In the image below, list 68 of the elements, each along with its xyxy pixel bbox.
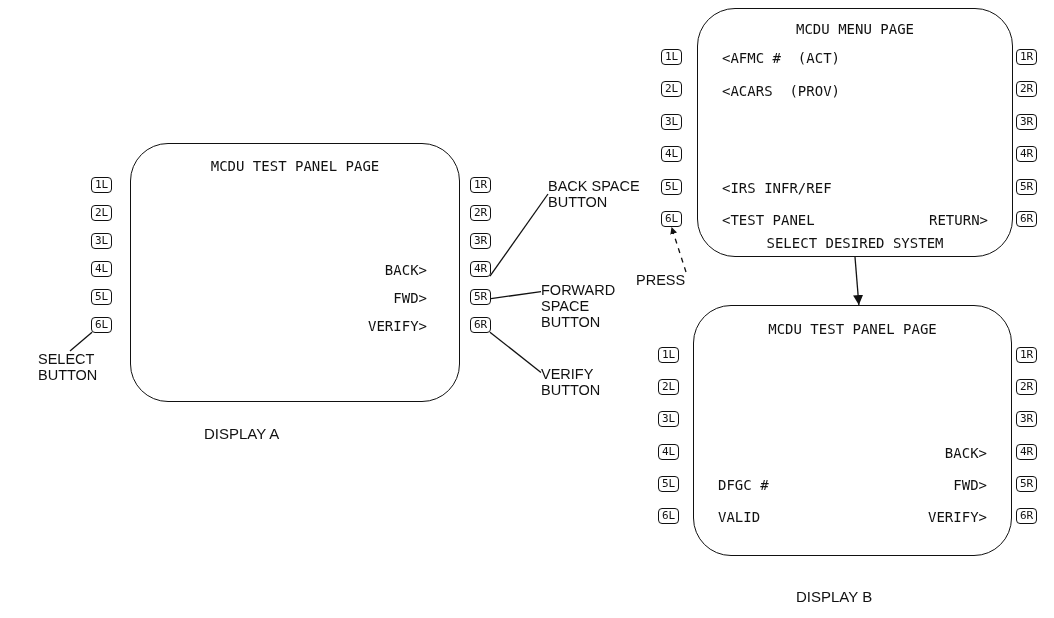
display-screen [130,143,460,402]
line-select-key: 6L [661,211,682,227]
line-select-key: 1L [661,49,682,65]
screen-text: <ACARS (PROV) [722,83,840,99]
line-select-key: 2L [661,81,682,98]
callout-label: BACK SPACE BUTTON [548,178,648,210]
line-select-key: 5L [661,178,682,195]
line-select-key: 5L [658,475,679,492]
callout-label: VERIFY BUTTON [541,366,641,398]
line-select-key: 4L [658,443,679,460]
line-select-key: 4L [661,146,682,163]
page-title: MCDU TEST PANEL PAGE [209,158,381,174]
display-screen [693,305,1012,556]
screen-text: VERIFY> [928,509,987,525]
screen-text: BACK> [384,262,427,278]
screen-text: <TEST PANEL [722,212,815,228]
line-select-key: 1R [1016,49,1037,65]
line-select-key: 6R [1016,211,1037,227]
arrow [853,256,864,306]
line-select-key: 4R [1016,146,1037,163]
line-select-key: 3R [470,233,491,249]
screen-text: VALID [718,509,761,525]
line-select-key: 6R [470,317,491,333]
leader-line [489,193,549,277]
line-select-key: 3L [91,233,112,249]
screen-text: BACK> [944,445,987,461]
leader-line [69,331,93,352]
line-select-key: 2R [1016,379,1037,396]
screen-text: FWD> [953,477,987,493]
screen-text: RETURN> [929,212,988,228]
callout-label: SELECT BUTTON [38,351,138,383]
screen-text: DFGC # [718,477,769,493]
screen-text: FWD> [393,290,427,306]
line-select-key: 4L [91,261,112,277]
instruction-label: PRESS [636,272,736,288]
line-select-key: 4R [1016,443,1037,460]
line-select-key: 2L [91,205,112,221]
line-select-key: 1R [470,177,491,193]
line-select-key: 1L [658,347,679,363]
leader-line [490,290,542,300]
line-select-key: 5R [1016,178,1037,195]
line-select-key: 6R [1016,508,1037,524]
screen-text: SELECT DESIRED SYSTEM [765,235,945,251]
line-select-key: 6L [91,317,112,333]
leader-line [489,331,542,374]
page-title: MCDU MENU PAGE [795,21,915,37]
line-select-key: 3L [658,411,679,428]
line-select-key: 5R [1016,475,1037,492]
line-select-key: 3L [661,113,682,130]
line-select-key: 1L [91,177,112,193]
screen-text: VERIFY> [368,318,427,334]
display-caption: DISPLAY A [204,426,280,442]
display-caption: DISPLAY B [796,589,873,605]
screen-text: <IRS INFR/REF [722,180,832,196]
display-screen [697,8,1013,257]
line-select-key: 3R [1016,113,1037,130]
line-select-key: 4R [470,261,491,277]
line-select-key: 2R [1016,81,1037,98]
line-select-key: 1R [1016,347,1037,363]
line-select-key: 5R [470,289,491,305]
page-title: MCDU TEST PANEL PAGE [767,321,938,337]
line-select-key: 5L [91,289,112,305]
arrow [670,226,687,273]
line-select-key: 2L [658,379,679,396]
screen-text: <AFMC # (ACT) [722,50,840,66]
line-select-key: 6L [658,508,679,524]
line-select-key: 3R [1016,411,1037,428]
line-select-key: 2R [470,205,491,221]
